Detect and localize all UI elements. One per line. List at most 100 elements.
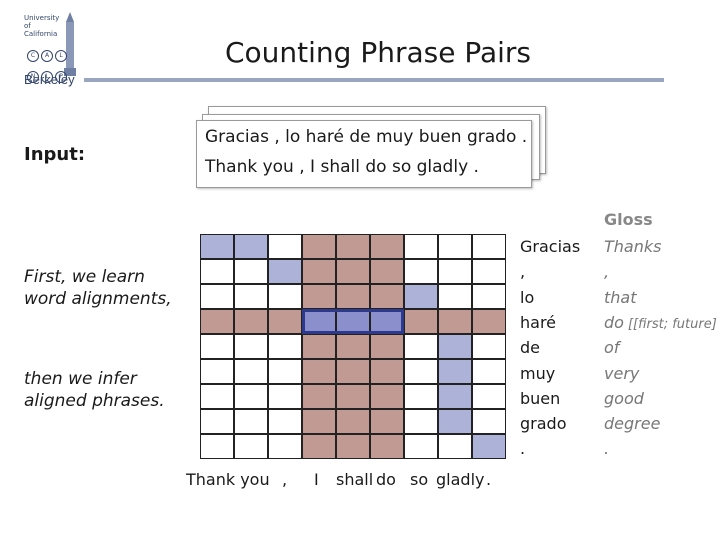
alignment-cell [438,384,472,409]
spanish-word: Gracias [520,237,581,256]
alignment-cell [336,334,370,359]
alignment-cell [234,234,268,259]
alignment-cell [370,409,404,434]
alignment-cell [404,284,438,309]
gloss-word: . [604,439,609,459]
alignment-cell [302,409,336,434]
gloss-word: very [604,364,639,384]
alignment-cell [268,234,302,259]
alignment-cell [200,359,234,384]
alignment-cell [268,309,302,334]
alignment-cell [268,284,302,309]
gloss-subnote: [[first; future] [627,316,717,332]
alignment-cell [404,359,438,384]
alignment-cell [234,409,268,434]
alignment-cell [438,409,472,434]
narration-line: word alignments, [24,289,172,309]
gloss-main: good [604,388,644,408]
alignment-cell [472,234,506,259]
spanish-word: grado [520,414,567,434]
alignment-cell [438,334,472,359]
logo-university-line1: University of [24,14,60,30]
alignment-cell [268,384,302,409]
alignment-cell [472,309,506,334]
alignment-cell [404,234,438,259]
gloss-main: very [604,363,640,383]
alignment-cell [370,234,404,259]
gloss-word: good [604,389,644,409]
gloss-main: that [604,287,637,307]
alignment-cell [234,334,268,359]
alignment-cell [234,259,268,284]
english-sentence: Thank you , I shall do so gladly . [205,157,479,177]
sentence-pair-card: Gracias , lo haré de muy buen grado . Th… [196,120,532,188]
alignment-cell [472,434,506,459]
narration-step-1: First, we learn word alignments, [24,266,172,310]
gloss-word: do[[first; future] [604,313,717,335]
gloss-word: of [604,338,619,358]
title-underline [84,78,664,82]
alignment-cell [336,384,370,409]
narration-line: then we infer [24,369,137,389]
english-word: , [282,470,288,489]
logo-letter: A [41,50,53,62]
input-label: Input: [24,144,86,165]
gloss-main: Thanks [604,237,662,256]
alignment-cell [472,334,506,359]
english-word: gladly [436,470,485,489]
alignment-cell [472,284,506,309]
narration-line: aligned phrases. [24,391,165,411]
alignment-cell [404,259,438,284]
alignment-cell [200,334,234,359]
alignment-cell [234,284,268,309]
alignment-cell [370,334,404,359]
alignment-cell [268,259,302,284]
alignment-cell [200,284,234,309]
alignment-cell [234,384,268,409]
alignment-cell [234,434,268,459]
campanile-tower-icon [64,12,76,76]
alignment-cell [438,259,472,284]
logo-letter: L [55,50,67,62]
gloss-word: degree [604,414,660,434]
alignment-cell [302,284,336,309]
alignment-cell [200,234,234,259]
alignment-cell [472,384,506,409]
logo-letter: P [55,71,67,83]
phrase-highlight-box [302,309,404,334]
alignment-cell [336,409,370,434]
alignment-cell [370,284,404,309]
alignment-cell [472,409,506,434]
alignment-cell [336,434,370,459]
alignment-cell [472,359,506,384]
alignment-cell [200,384,234,409]
alignment-cell [200,259,234,284]
alignment-cell [370,359,404,384]
alignment-cell [472,259,506,284]
gloss-word: Thanks [604,237,661,257]
alignment-cell [268,334,302,359]
spanish-word: lo [520,287,535,307]
alignment-cell [302,384,336,409]
alignment-cell [404,409,438,434]
alignment-cell [268,409,302,434]
alignment-cell [302,234,336,259]
spanish-word: , [520,262,526,282]
alignment-cell [336,259,370,284]
logo-letter: N [27,71,39,83]
alignment-cell [370,384,404,409]
gloss-main: , [604,262,610,282]
spanish-word: . [520,439,526,459]
slide-title: Counting Phrase Pairs [224,36,532,69]
spanish-word: de [520,338,540,358]
logo-letter: C [27,50,39,62]
alignment-cell [200,409,234,434]
alignment-grid [200,234,506,460]
english-word: I [314,470,319,489]
alignment-cell [438,234,472,259]
alignment-cell [404,384,438,409]
alignment-cell [302,359,336,384]
english-word: so [410,470,429,489]
